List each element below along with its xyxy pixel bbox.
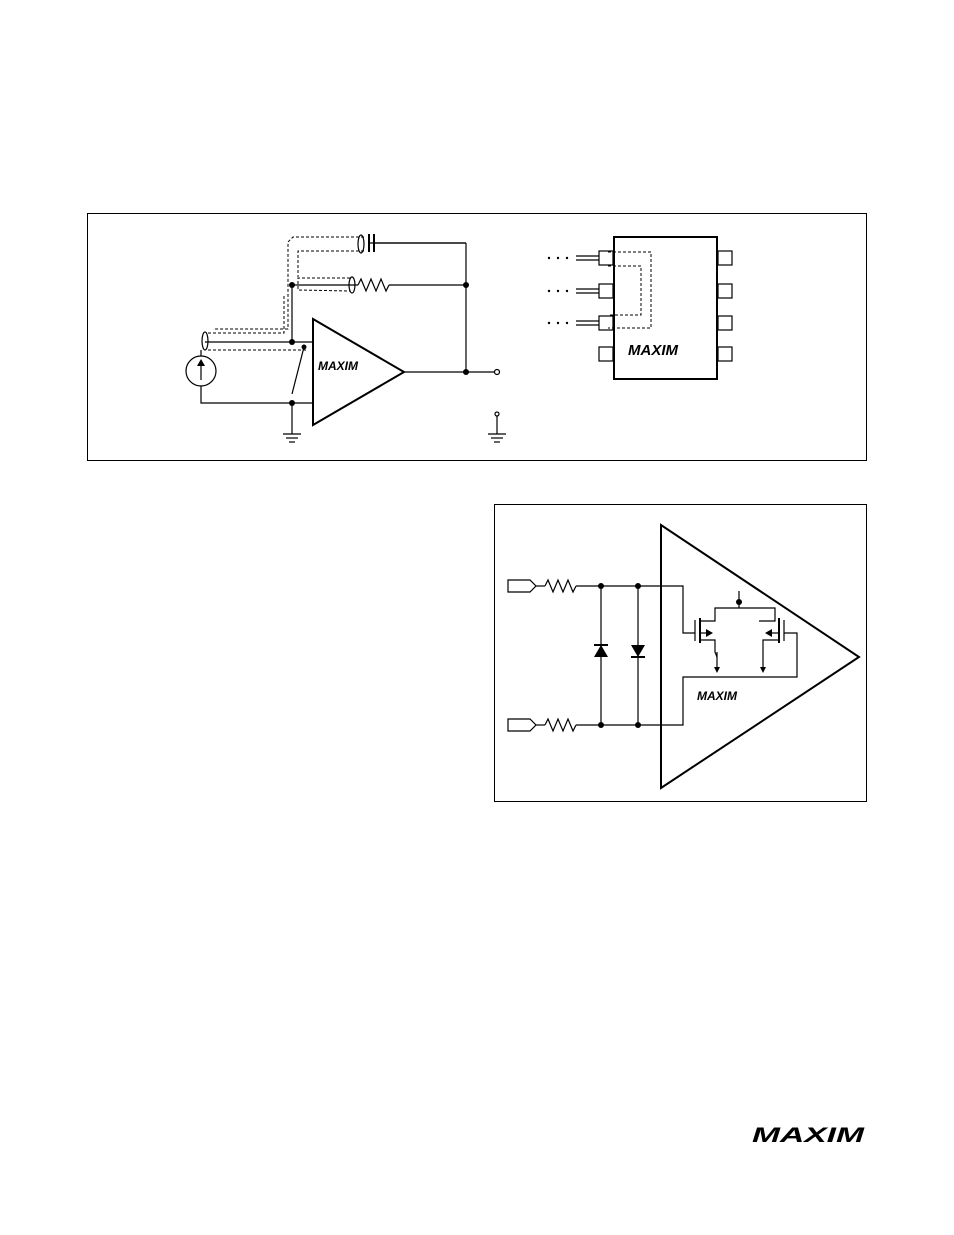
- package-logo: MAXIM: [628, 342, 679, 359]
- down-arrow-icon: [760, 667, 766, 673]
- input-protection-schematic: MAXIM: [495, 505, 865, 800]
- source-1: [700, 640, 717, 657]
- junction-dot: [598, 583, 604, 589]
- fet-arrow-icon: [706, 629, 713, 637]
- junction-dot: [289, 282, 295, 288]
- input-terminal-1: [508, 580, 536, 592]
- junction-dot: [736, 599, 742, 605]
- output-terminal: [495, 370, 500, 375]
- input-terminal-2: [508, 719, 536, 731]
- source-2: [763, 640, 779, 652]
- input-resistor-2: [545, 719, 576, 731]
- diode-2: [631, 645, 645, 657]
- guard-ring-figure: MAXIM MAXIM: [87, 213, 867, 461]
- gate-wire-1: [661, 586, 695, 633]
- amp-logo: MAXIM: [697, 689, 738, 703]
- amp-logo: MAXIM: [318, 359, 359, 373]
- input-resistor-1: [545, 580, 576, 592]
- package-pins-left: [599, 251, 613, 361]
- input-cable-end: [202, 332, 208, 350]
- source-bottom-lead: [201, 386, 313, 403]
- junction-dot: [635, 583, 641, 589]
- package-pins-right: [718, 251, 732, 361]
- ellipsis-dots: [548, 257, 568, 324]
- shield-input: [208, 294, 284, 333]
- junction-dot: [635, 722, 641, 728]
- shield-cap-inner: [298, 251, 364, 277]
- diode-1: [594, 645, 608, 657]
- cap-cable-end: [358, 235, 364, 253]
- drain-bridge: [700, 608, 775, 621]
- footer-logo-text: MAXIM: [752, 1124, 865, 1146]
- ground-terminal: [495, 412, 499, 416]
- guard-link: [292, 347, 304, 394]
- maxim-footer-logo: MAXIM: [752, 1124, 866, 1146]
- fet-arrow-icon: [765, 629, 772, 637]
- down-arrow-icon: [714, 667, 720, 673]
- ground-icon: [488, 434, 506, 442]
- guard-ring-schematic: MAXIM MAXIM: [88, 214, 865, 459]
- junction-dot: [289, 339, 295, 345]
- junction-dot: [598, 722, 604, 728]
- amplifier-triangle: [661, 525, 859, 788]
- ground-icon: [283, 434, 301, 442]
- arrow-head-icon: [197, 359, 205, 366]
- input-protection-figure: MAXIM: [494, 504, 867, 802]
- feedback-resistor: [358, 279, 389, 291]
- junction-dot: [463, 282, 469, 288]
- junction-dot: [463, 369, 469, 375]
- trace-lines: [576, 256, 599, 325]
